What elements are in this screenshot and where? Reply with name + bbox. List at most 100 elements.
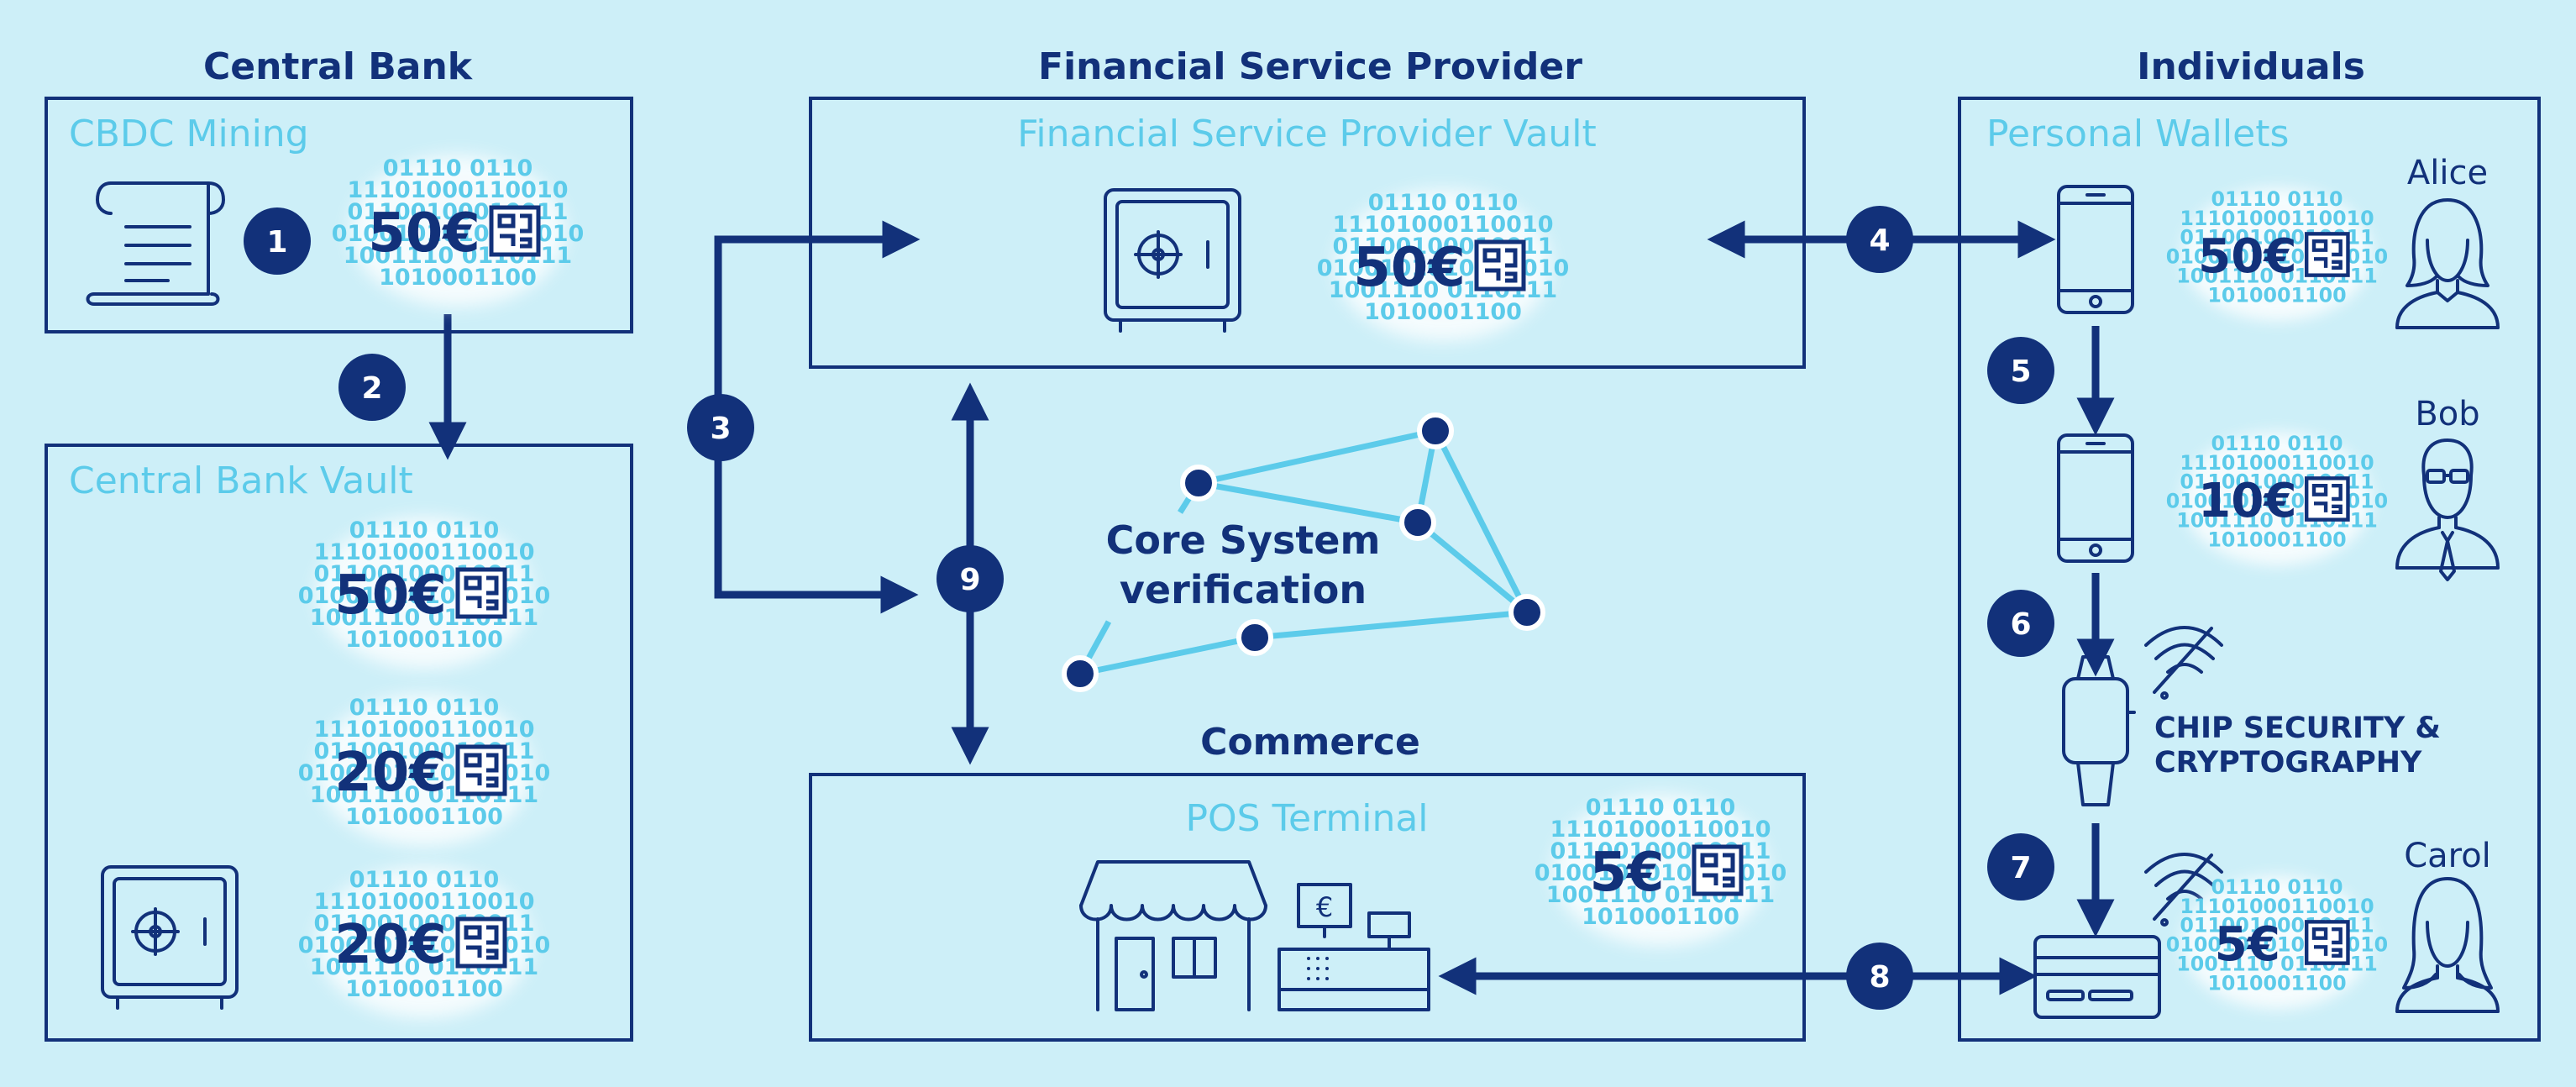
binary-line: 11101000110010 [2180, 451, 2374, 475]
step-badge-2: 2 [338, 354, 406, 421]
pos-terminal-title: POS Terminal [1185, 797, 1428, 840]
binary-line: 0100101010001010 [298, 760, 551, 786]
chip-icon [1474, 239, 1526, 291]
token-glow [350, 155, 565, 307]
binary-line: 11101000110010 [313, 539, 534, 565]
token-cb-vault-1: 01110 0110111010001100100110010001001101… [298, 517, 551, 669]
binary-line: 11101000110010 [1550, 817, 1771, 843]
token-amount: 50€ [1353, 237, 1466, 299]
chip-icon [1692, 844, 1744, 896]
binary-line: 1010001100 [2207, 528, 2346, 551]
step-badge-4: 4 [1846, 206, 1913, 273]
binary-line: 01110 0110 [1586, 795, 1735, 821]
binary-line: 01110 0110 [349, 867, 499, 893]
personal-wallets-title: Personal Wallets [1986, 113, 2289, 155]
svg-text:5: 5 [2010, 354, 2031, 389]
svg-text:3: 3 [710, 412, 731, 446]
carol-label: Carol [2404, 837, 2491, 875]
chip-icon [455, 567, 507, 619]
individuals-heading: Individuals [2137, 45, 2365, 88]
chip-security-label: CHIP SECURITY & [2154, 712, 2441, 745]
token-cb-vault-2: 01110 0110111010001100100110010001001101… [298, 695, 551, 846]
network-node [1399, 504, 1436, 541]
cryptography-label: CRYPTOGRAPHY [2154, 746, 2422, 780]
token-cb-vault-3: 01110 0110111010001100100110010001001101… [298, 867, 550, 1018]
binary-line: 11101000110010 [1332, 212, 1553, 238]
step-badge-5: 5 [1987, 337, 2054, 404]
tokens-layer: 01110 0110111010001100100110010001001101… [298, 155, 2388, 1018]
contactless-icon [2144, 853, 2223, 927]
financial-service-provider-heading: Financial Service Provider [1038, 45, 1582, 88]
network-node [1062, 655, 1099, 692]
svg-text:4: 4 [1869, 223, 1890, 258]
binary-line: 01110 0110 [1368, 190, 1518, 216]
token-glow [317, 867, 532, 1018]
svg-text:2: 2 [361, 371, 382, 406]
token-glow [2182, 187, 2372, 322]
svg-text:6: 6 [2010, 607, 2031, 642]
binary-line: 0100101010001010 [298, 583, 551, 609]
contactless-icon [2144, 626, 2223, 700]
central-bank-heading: Central Bank [203, 45, 474, 88]
binary-line: 11101000110010 [313, 889, 534, 915]
token-carol: 01110 0110111010001100100110010001001101… [2166, 875, 2388, 1010]
binary-line: 1010001100 [379, 265, 537, 291]
binary-line: 01110 0110 [2211, 432, 2343, 455]
step-badge-3: 3 [687, 394, 754, 461]
chip-icon [455, 744, 507, 796]
svg-text:1: 1 [266, 225, 287, 260]
token-fsp-vault: 01110 0110111010001100100110010001001101… [1317, 190, 1569, 341]
token-pos: 01110 0110111010001100100110010001001101… [1535, 795, 1786, 946]
document-scroll-icon [86, 181, 225, 306]
token-amount: 50€ [334, 565, 447, 627]
step-badge-8: 8 [1846, 943, 1913, 1010]
bob-label: Bob [2415, 395, 2479, 433]
binary-line: 01110 0110 [349, 695, 499, 721]
token-glow [1553, 795, 1768, 946]
token-amount: 50€ [2198, 229, 2297, 284]
binary-line: 11101000110010 [2180, 207, 2374, 230]
binary-line: 01110 0110 [349, 517, 499, 544]
smartphone-icon [2057, 185, 2134, 314]
token-amount: 20€ [334, 742, 447, 804]
svg-text:7: 7 [2010, 851, 2031, 885]
svg-text:9: 9 [959, 563, 980, 597]
binary-line: 1010001100 [2207, 283, 2346, 307]
core-system-network [1062, 412, 1545, 692]
network-node [1417, 412, 1454, 449]
step-badge-9: 9 [936, 545, 1004, 612]
central-bank-vault-box [45, 444, 633, 1042]
card-icon [2033, 935, 2161, 1019]
chip-icon [455, 916, 507, 969]
chip-icon [2304, 476, 2350, 522]
smartwatch-icon [2062, 655, 2136, 806]
token-glow [1335, 190, 1550, 341]
person-icon [2395, 198, 2500, 329]
chip-icon [489, 205, 541, 257]
person-icon [2395, 877, 2500, 1013]
binary-line: 0100101010001010 [332, 221, 585, 247]
cash-register-icon [1278, 883, 1430, 1011]
token-glow [317, 517, 532, 669]
cbdc-mining-title: CBDC Mining [69, 113, 309, 155]
core-system-label: Core System [1106, 517, 1381, 563]
token-amount: 10€ [2198, 474, 2297, 528]
smartphone-icon [2057, 433, 2134, 563]
binary-line: 1010001100 [2207, 971, 2346, 995]
token-glow [2182, 875, 2372, 1010]
step-badge-7: 7 [1987, 833, 2054, 901]
binary-line: 0100101010001010 [2166, 490, 2388, 513]
token-amount: 20€ [334, 914, 447, 976]
binary-line: 11101000110010 [347, 177, 568, 203]
register-euro-sign: € [1316, 891, 1333, 923]
shop-icon [1079, 860, 1267, 1011]
network-node [1180, 465, 1217, 501]
token-alice: 01110 0110111010001100100110010001001101… [2166, 187, 2388, 322]
token-amount: 5€ [2215, 917, 2280, 972]
binary-line: 11101000110010 [2180, 895, 2374, 918]
safe-icon [101, 865, 239, 1010]
binary-line: 1010001100 [1364, 299, 1522, 325]
cbdc-mining-box [45, 97, 633, 333]
token-bob: 01110 0110111010001100100110010001001101… [2166, 432, 2388, 566]
